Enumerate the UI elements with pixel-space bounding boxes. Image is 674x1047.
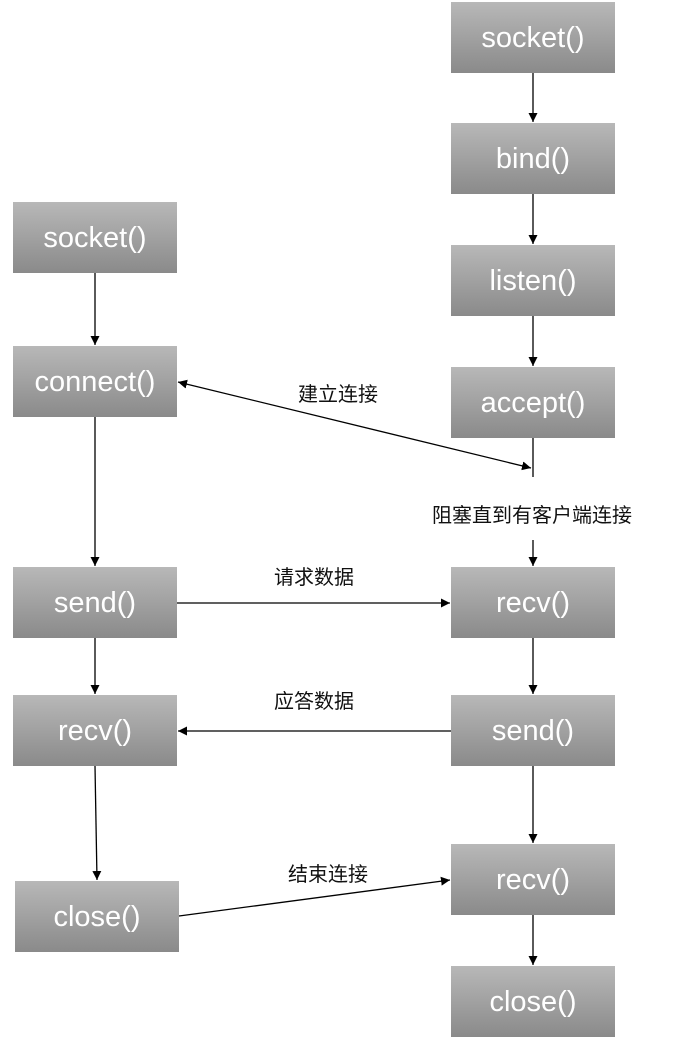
arrow-terminate-connection bbox=[178, 876, 451, 917]
server-send-label: send() bbox=[492, 715, 574, 747]
server-accept-box: accept() bbox=[451, 367, 615, 438]
server-recv2-box: recv() bbox=[451, 844, 615, 915]
client-send-box: send() bbox=[13, 567, 177, 638]
client-recv-label: recv() bbox=[58, 715, 132, 747]
label-request-data: 请求数据 bbox=[274, 565, 354, 589]
client-close-label: close() bbox=[53, 901, 140, 933]
server-socket-box: socket() bbox=[451, 2, 615, 73]
server-socket-label: socket() bbox=[481, 22, 584, 54]
server-close-label: close() bbox=[489, 986, 576, 1018]
client-socket-label: socket() bbox=[43, 222, 146, 254]
label-terminate-connection: 结束连接 bbox=[288, 862, 368, 886]
server-close-box: close() bbox=[451, 966, 615, 1037]
client-connect-label: connect() bbox=[35, 366, 156, 398]
server-send-box: send() bbox=[451, 695, 615, 766]
label-blocking-until-client: 阻塞直到有客户端连接 bbox=[432, 503, 632, 527]
server-accept-label: accept() bbox=[481, 387, 586, 419]
client-socket-box: socket() bbox=[13, 202, 177, 273]
server-recv2-label: recv() bbox=[496, 864, 570, 896]
arrow-establish-connection bbox=[177, 379, 532, 471]
server-recv1-label: recv() bbox=[496, 587, 570, 619]
server-recv1-box: recv() bbox=[451, 567, 615, 638]
client-recv-box: recv() bbox=[13, 695, 177, 766]
client-send-label: send() bbox=[54, 587, 136, 619]
label-establish-connection: 建立连接 bbox=[298, 382, 378, 406]
server-listen-box: listen() bbox=[451, 245, 615, 316]
server-bind-box: bind() bbox=[451, 123, 615, 194]
server-listen-label: listen() bbox=[489, 265, 576, 297]
label-response-data: 应答数据 bbox=[274, 689, 354, 713]
client-connect-box: connect() bbox=[13, 346, 177, 417]
server-bind-label: bind() bbox=[496, 143, 570, 175]
client-close-box: close() bbox=[15, 881, 179, 952]
arrow-client-recv-close bbox=[92, 765, 102, 881]
